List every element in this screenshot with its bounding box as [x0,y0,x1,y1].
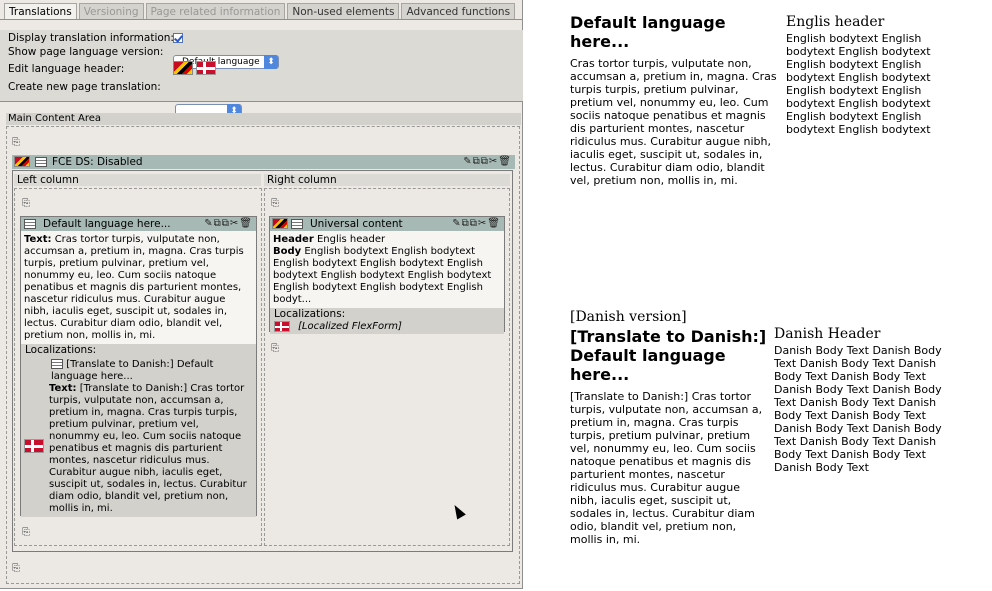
content-element-title: Universal content [310,218,403,230]
preview-default-sidebar: Englis header English bodytext English b… [786,14,956,136]
localization-text-label: Text: [49,383,77,394]
localization-text-value: [Translate to Danish:] Cras tortor turpi… [49,383,247,514]
localized-flexform-link[interactable]: [Localized FlexForm] [298,321,402,332]
tab-page-related-information[interactable]: Page related information [145,3,286,20]
preview-default-heading: Default language here... [570,13,726,51]
content-element-header: Universal content ✎⧉⧉✂🗑 [270,217,504,231]
new-content-icon[interactable]: ⎘ [22,198,30,209]
body-field-value: English bodytext English bodytext Englis… [273,246,492,305]
content-element-body: Text: Cras tortor turpis, vulputate non,… [21,231,256,342]
copy-icon[interactable]: ⧉ [213,218,222,229]
display-translation-label: Display translation information: [8,32,174,44]
content-element-default: Default language here... ✎⧉⧉✂🗑 Text: Cra… [20,216,257,517]
main-content-area [6,126,520,584]
preview-danish-paragraph: [Translate to Danish:] Cras tortor turpi… [570,390,763,546]
trash-icon[interactable]: 🗑 [239,218,253,229]
copy-icon[interactable]: ⧉ [221,218,230,229]
tab-translations[interactable]: Translations [4,3,77,20]
body-field-label: Body [273,246,302,257]
fce-type-icon [291,219,303,229]
preview-danish-sidebar: Danish Header Danish Body Text Danish Bo… [774,326,954,474]
header-field-label: Header [273,234,314,245]
localization-danish: [Translate to Danish:] Default language … [21,356,256,517]
left-column-header: Left column [14,174,261,186]
text-field-label: Text: [24,234,52,245]
content-element-body: Header Englis header Body English bodyte… [270,231,504,308]
text-field-value: Cras tortor turpis, vulputate non, accum… [24,234,244,341]
preview-danish-content: [Danish version] [Translate to Danish:] … [570,309,770,546]
tab-advanced-functions[interactable]: Advanced functions [401,3,516,20]
tab-non-used-elements[interactable]: Non-used elements [287,3,400,20]
fce-container [12,170,513,552]
header-field-value: Englis header [316,234,386,245]
right-column-header: Right column [264,174,510,186]
pencil-icon[interactable]: ✎ [463,156,473,167]
edit-header-label: Edit language header: [8,63,125,75]
preview-danish-heading: [Translate to Danish:] Default language … [570,327,767,384]
fce-title: FCE DS: Disabled [52,156,143,168]
scissors-icon[interactable]: ✂ [477,218,488,229]
trash-icon[interactable]: 🗑 [498,156,512,167]
localizations-header: Localizations: [21,344,256,356]
danish-flag-icon[interactable] [274,321,290,332]
preview-default-side-header: Englis header [786,14,885,30]
templavoila-page-module: Translations Versioning Page related inf… [0,0,523,589]
preview-danish-version-tag: [Danish version] [570,309,687,325]
language-flag-icon [14,156,30,167]
create-translation-label: Create new page translation: [8,81,161,93]
copy-icon[interactable]: ⧉ [472,156,481,167]
fce-type-icon [35,157,47,167]
copy-icon[interactable]: ⧉ [480,156,489,167]
trash-icon[interactable]: 🗑 [487,218,501,229]
preview-default-content: Default language here... Cras tortor tur… [570,13,780,187]
fce-header: FCE DS: Disabled ✎⧉⧉✂🗑 [12,155,515,169]
text-element-icon [51,359,63,369]
danish-flag-icon[interactable] [24,439,44,453]
display-translation-checkbox[interactable] [173,33,183,43]
tab-versioning[interactable]: Versioning [78,3,144,20]
main-content-area-label: Main Content Area [6,113,521,125]
copy-icon[interactable]: ⧉ [469,218,478,229]
preview-danish-side-body: Danish Body Text Danish Body Text Danish… [774,344,942,474]
show-language-label: Show page language version: [8,46,164,58]
tab-divider [0,19,523,20]
tab-bar: Translations Versioning Page related inf… [4,3,516,20]
content-element-header: Default language here... ✎⧉⧉✂🗑 [21,217,256,231]
localization-danish: [Localized FlexForm] [270,320,504,334]
edit-header-flags [173,61,217,75]
danish-flag-icon[interactable] [196,61,217,75]
left-column-dropzone [14,188,262,546]
default-language-flag-icon[interactable] [173,61,193,75]
pencil-icon[interactable]: ✎ [204,218,214,229]
copy-icon[interactable]: ⧉ [461,218,470,229]
preview-default-paragraph: Cras tortor turpis, vulputate non, accum… [570,57,777,187]
new-content-icon[interactable]: ⎘ [271,343,279,354]
new-content-icon[interactable]: ⎘ [12,563,20,574]
new-content-icon[interactable]: ⎘ [22,527,30,538]
text-element-icon [24,219,36,229]
new-content-icon[interactable]: ⎘ [271,198,279,209]
preview-danish-side-header: Danish Header [774,326,881,342]
translation-settings-form: Display translation information: Show pa… [0,30,523,118]
language-flag-icon [272,218,288,229]
preview-default-side-body: English bodytext English bodytext Englis… [786,32,931,136]
right-column-dropzone [264,188,510,546]
fce-toolbar: ✎⧉⧉✂🗑 [463,155,512,169]
content-element-universal: Universal content ✎⧉⧉✂🗑 Header Englis he… [269,216,505,334]
content-element-title: Default language here... [43,218,171,230]
content-element-toolbar: ✎⧉⧉✂🗑 [204,217,253,231]
pencil-icon[interactable]: ✎ [452,218,462,229]
content-element-toolbar: ✎⧉⧉✂🗑 [452,217,501,231]
localizations-header: Localizations: [270,308,504,320]
localization-title: [Translate to Danish:] Default language … [51,359,214,382]
new-content-icon[interactable]: ⎘ [12,137,20,148]
scissors-icon[interactable]: ✂ [229,218,240,229]
scissors-icon[interactable]: ✂ [488,156,499,167]
